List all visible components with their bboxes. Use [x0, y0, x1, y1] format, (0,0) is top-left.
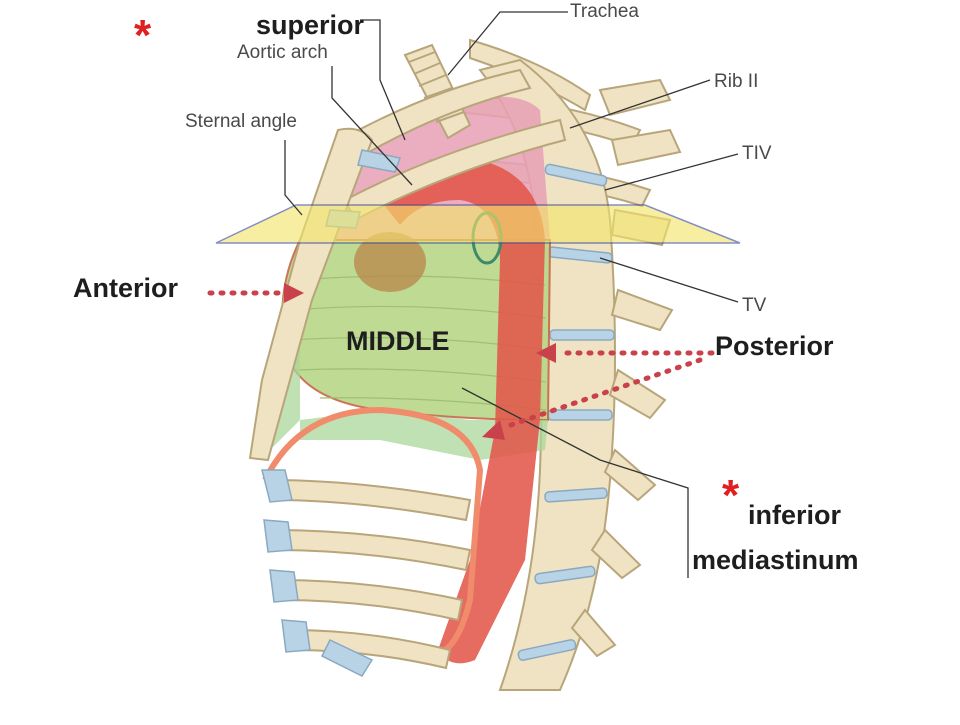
aortic-arch-label: Aortic arch — [237, 42, 328, 63]
inferior-star: * — [722, 471, 740, 520]
anterior-ribs — [268, 68, 567, 670]
trachea-label: Trachea — [570, 1, 639, 22]
superior-star: * — [134, 11, 152, 60]
posterior-label: Posterior — [715, 331, 834, 361]
rib-ii-label: Rib II — [714, 71, 759, 92]
pericardial-brown-patch — [354, 232, 426, 292]
tv-label: TV — [742, 295, 767, 316]
trachea — [403, 43, 472, 140]
mediastinum-label: mediastinum — [692, 545, 859, 575]
transverse-thoracic-plane — [215, 204, 741, 244]
costal-cartilages — [261, 469, 374, 677]
superior-label: superior — [256, 10, 365, 40]
anterior-label: Anterior — [73, 273, 179, 303]
tiv-label: TIV — [742, 143, 772, 164]
descending-aorta — [380, 158, 545, 664]
diaphragm — [262, 406, 484, 653]
spinous-processes — [570, 78, 682, 658]
middle-label: MIDDLE — [346, 326, 450, 356]
inferior-label: inferior — [748, 500, 842, 530]
leader-lines — [284, 11, 739, 578]
region-arrows — [207, 283, 715, 440]
sternal-angle-label: Sternal angle — [185, 111, 297, 132]
